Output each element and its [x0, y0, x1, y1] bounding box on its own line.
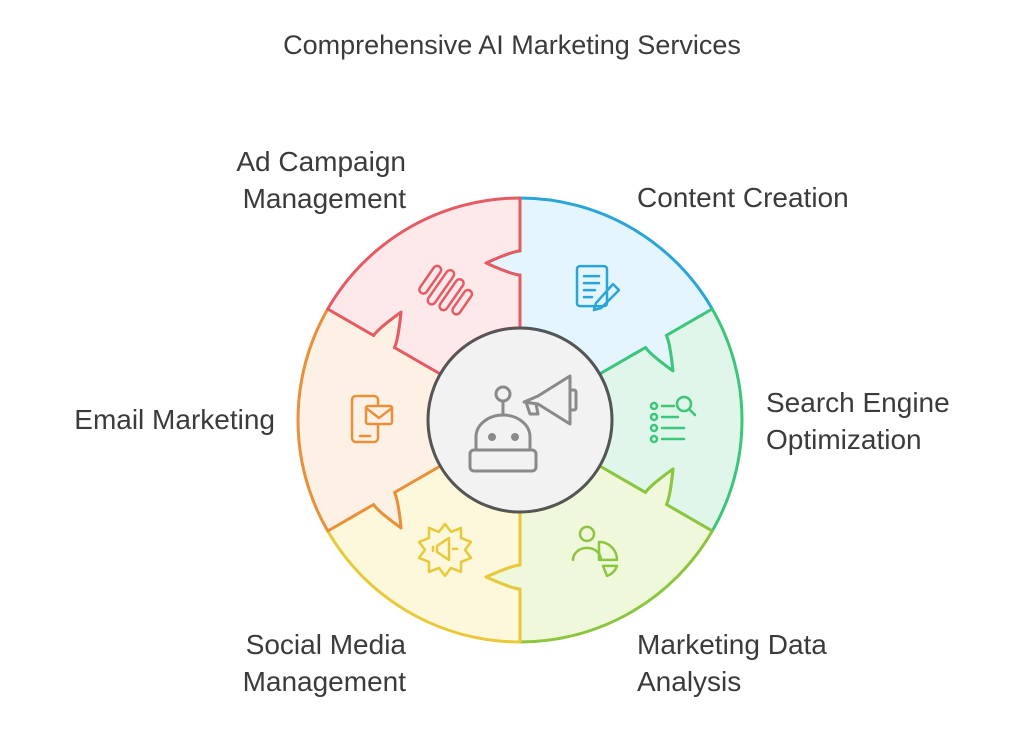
- segment-label-marketing-data-analysis: Marketing Data Analysis: [637, 629, 827, 697]
- document-pencil-icon: [575, 264, 621, 312]
- phone-mail-icon: [350, 394, 394, 444]
- person-pie-chart-icon: [571, 525, 619, 578]
- diagram-title: Comprehensive AI Marketing Services: [283, 30, 741, 60]
- gear-megaphone-icon: [417, 522, 473, 578]
- tilted-bars-icon: [418, 264, 474, 316]
- segment-label-email-marketing: Email Marketing: [74, 404, 275, 435]
- list-search-icon: [649, 395, 697, 444]
- segment-label-content-creation: Content Creation: [637, 182, 849, 213]
- segment-label-ad-campaign-management: Ad Campaign Management: [236, 146, 406, 214]
- segment-label-social-media-management: Social Media Management: [242, 629, 406, 697]
- robot-megaphone-icon: [468, 374, 578, 473]
- segment-label-search-engine-optimization: Search Engine Optimization: [766, 387, 950, 455]
